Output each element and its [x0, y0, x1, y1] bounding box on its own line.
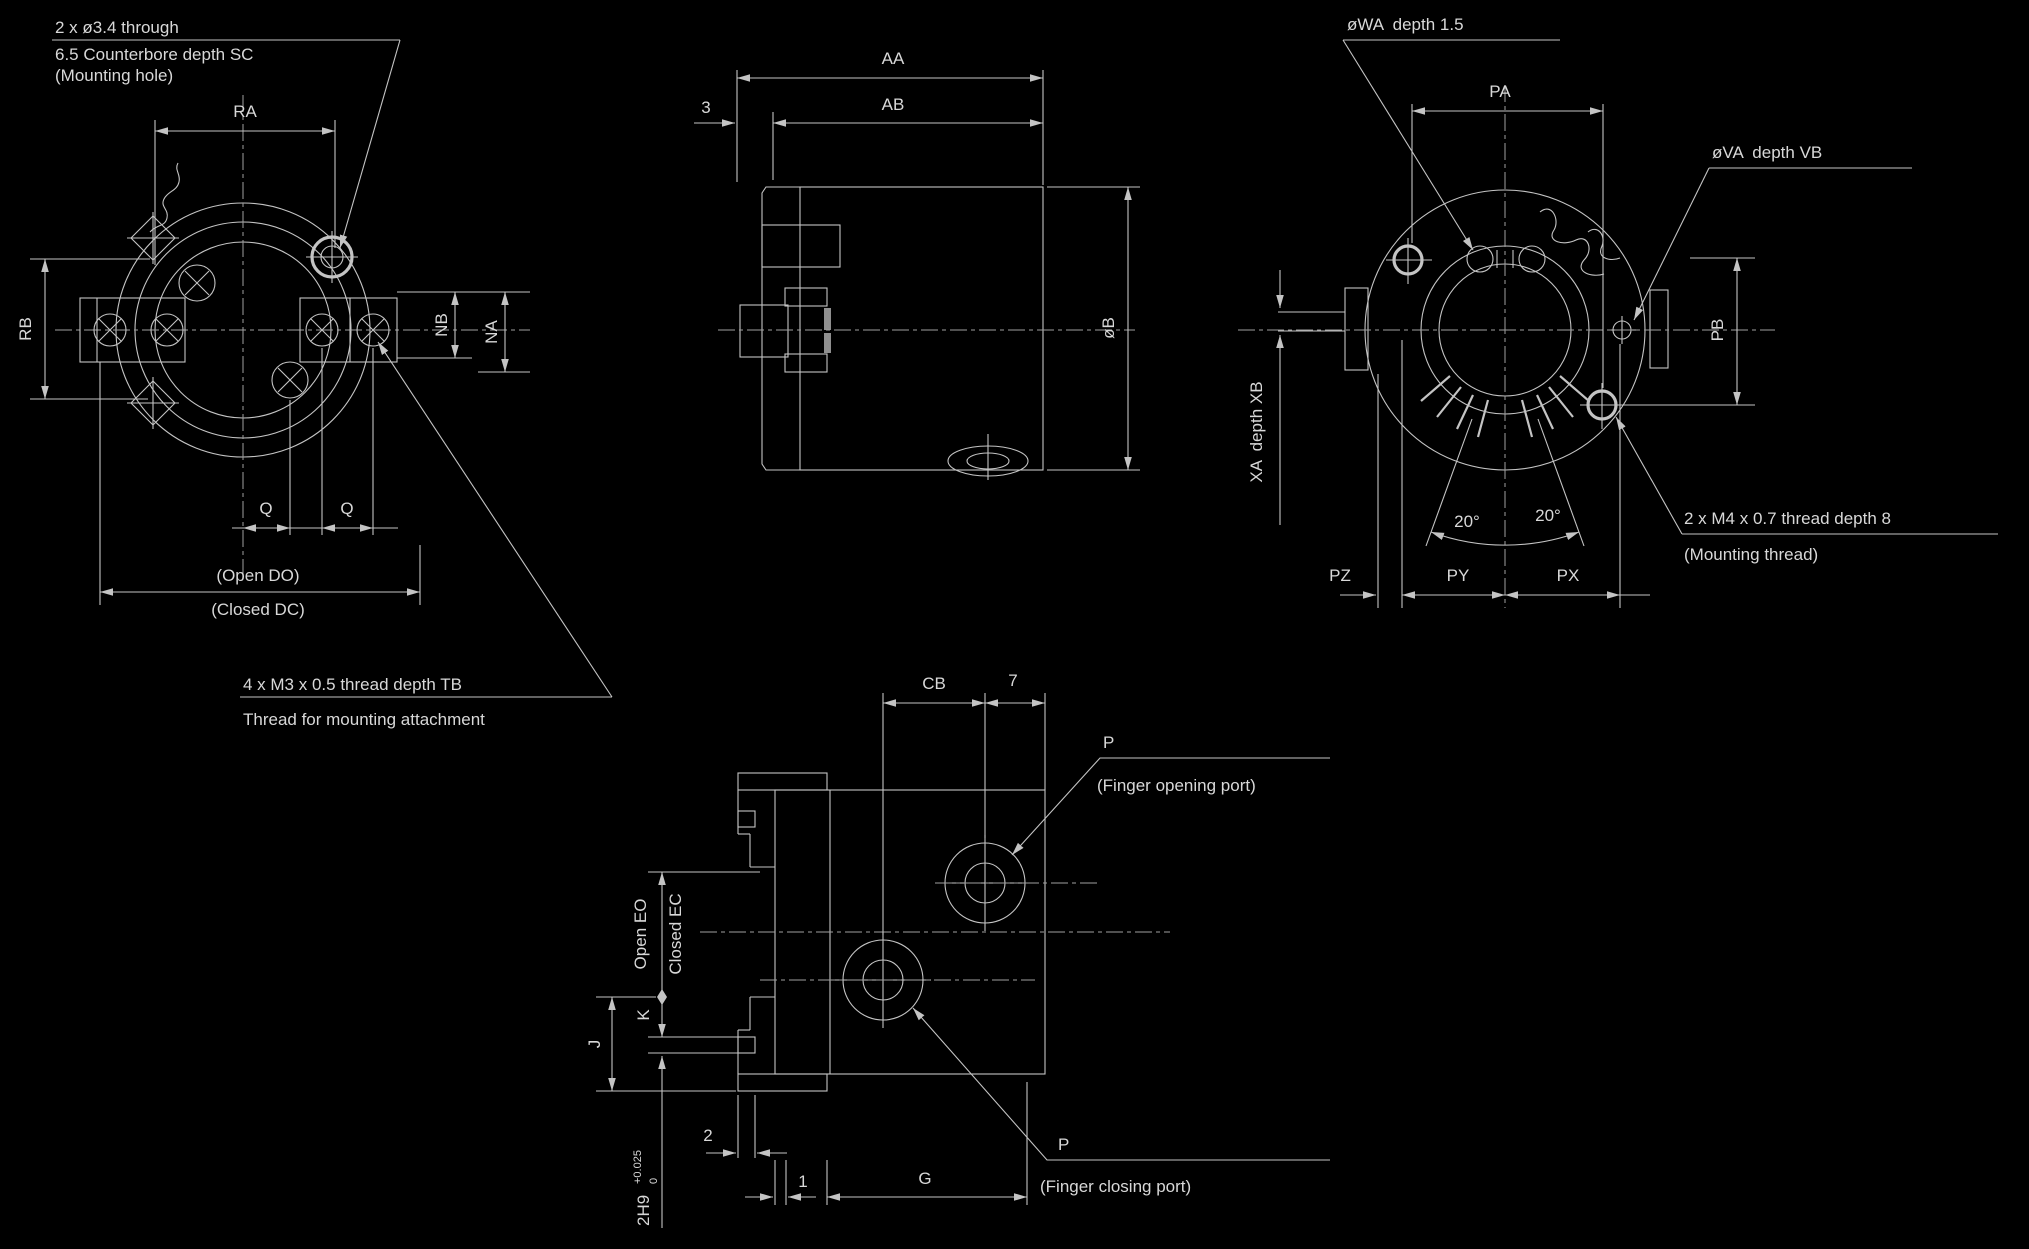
rear-view: PA PB XA depth XB 20° 20° — [1238, 15, 1998, 608]
dim-label-pa: PA — [1489, 82, 1511, 101]
callout-mounting-thread-line2: (Mounting thread) — [1684, 545, 1818, 564]
dim-label-py: PY — [1447, 566, 1470, 585]
va-callout: øVA depth VB — [1633, 143, 1912, 321]
pin-holes — [127, 212, 179, 429]
dim-label-pz: PZ — [1329, 566, 1351, 585]
dim-label-closed-ec: Closed EC — [666, 893, 685, 974]
dim-label-cb: CB — [922, 674, 946, 693]
side-view-dimensions: AA AB 3 øB — [694, 49, 1140, 471]
dim-label-one: 1 — [798, 1172, 807, 1191]
attachment-thread-callout: 4 x M3 x 0.5 thread depth TB Thread for … — [240, 341, 613, 729]
rear-view-geometry — [1238, 85, 1775, 608]
dim-label-seven: 7 — [1008, 671, 1017, 690]
finger-thread-holes — [93, 313, 390, 347]
callout-attachment-thread-line2: Thread for mounting attachment — [243, 710, 485, 729]
front-view-dimensions: RA RB NB NA Q Q ( — [16, 102, 530, 619]
dim-label-slot-tol-lower: 0 — [648, 1178, 660, 1184]
callout-opening-port-desc: (Finger opening port) — [1097, 776, 1256, 795]
dim-label-q1: Q — [259, 499, 272, 518]
dim-label-g: G — [918, 1169, 931, 1188]
callout-mounting-thread-line1: 2 x M4 x 0.7 thread depth 8 — [1684, 509, 1891, 528]
bottom-view: CB 7 Open EO Closed EC K 2H9 +0.025 0 J — [585, 671, 1330, 1228]
dim-label-px: PX — [1557, 566, 1580, 585]
wa-positioning-hole — [1466, 245, 1494, 273]
callout-va: øVA depth VB — [1712, 143, 1822, 162]
dim-label-na: NA — [482, 320, 501, 344]
graduation-ticks — [1420, 375, 1590, 438]
dim-label-slot-size: 2H9 — [634, 1195, 653, 1226]
callout-closing-port-desc: (Finger closing port) — [1040, 1177, 1191, 1196]
dim-label-aa: AA — [882, 49, 905, 68]
callout-wa: øWA depth 1.5 — [1347, 15, 1464, 34]
callout-mounting-hole-line2: 6.5 Counterbore depth SC — [55, 45, 253, 64]
break-squiggle — [1539, 208, 1605, 276]
dim-label-ab: AB — [882, 95, 905, 114]
side-view-geometry — [718, 186, 1135, 480]
callout-mounting-hole-line3: (Mounting hole) — [55, 66, 173, 85]
rear-view-dimensions: PA PB XA depth XB 20° 20° — [1247, 82, 1755, 608]
dim-label-rb: RB — [16, 317, 35, 341]
dim-label-xa-depth: XA depth XB — [1247, 381, 1266, 482]
dim-label-pb: PB — [1708, 319, 1727, 342]
dim-label-q2: Q — [340, 499, 353, 518]
body-screws — [178, 264, 309, 399]
front-view: RA RB NB NA Q Q ( — [16, 18, 613, 729]
dim-label-slot-tol-upper: +0.025 — [632, 1150, 644, 1184]
dim-label-k: K — [634, 1009, 653, 1021]
dim-label-angle-left: 20° — [1454, 512, 1480, 531]
mounting-hole-callout: 2 x ø3.4 through 6.5 Counterbore depth S… — [52, 18, 401, 249]
callout-opening-port-label: P — [1103, 733, 1114, 752]
dim-label-ra: RA — [233, 102, 257, 121]
dim-label-open-eo: Open EO — [631, 899, 650, 970]
callout-mounting-hole-line1: 2 x ø3.4 through — [55, 18, 179, 37]
bottom-view-dimensions: CB 7 Open EO Closed EC K 2H9 +0.025 0 J — [585, 671, 1046, 1228]
dim-label-closed-dc: (Closed DC) — [211, 600, 305, 619]
dim-label-j: J — [585, 1040, 604, 1049]
closing-port-callout: P (Finger closing port) — [912, 1007, 1330, 1196]
dim-label-open-do: (Open DO) — [216, 566, 299, 585]
opening-port-callout: P (Finger opening port) — [1011, 733, 1330, 856]
wa-callout: øWA depth 1.5 — [1342, 15, 1560, 251]
mounting-hole — [306, 231, 358, 283]
callout-attachment-thread-line1: 4 x M3 x 0.5 thread depth TB — [243, 675, 462, 694]
side-view: AA AB 3 øB — [694, 49, 1140, 480]
dim-label-two: 2 — [703, 1126, 712, 1145]
dim-label-angle-right: 20° — [1535, 506, 1561, 525]
dim-label-nb: NB — [432, 313, 451, 337]
callout-closing-port-label: P — [1058, 1135, 1069, 1154]
dim-label-plate-thickness: 3 — [701, 98, 710, 117]
break-squiggle — [149, 162, 180, 233]
front-view-geometry — [55, 95, 530, 575]
mounting-thread-callout: 2 x M4 x 0.7 thread depth 8 (Mounting th… — [1615, 416, 1998, 564]
bottom-view-geometry — [700, 772, 1170, 1092]
dim-label-body-diameter: øB — [1099, 317, 1118, 339]
